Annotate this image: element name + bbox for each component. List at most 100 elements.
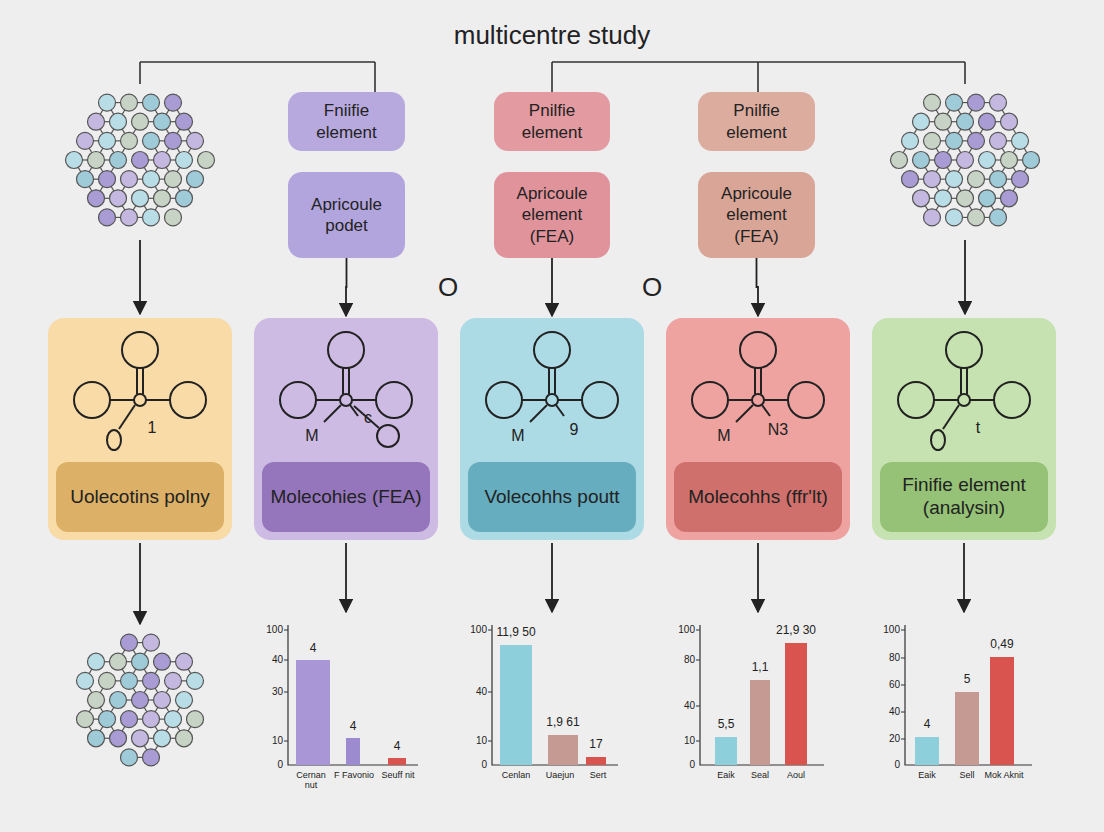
chart-bar bbox=[388, 758, 406, 765]
box-label: Apricoule element (FEA) bbox=[706, 183, 807, 247]
atom-ring bbox=[534, 332, 570, 368]
atom-circle bbox=[924, 132, 941, 149]
flow-arrow bbox=[551, 543, 553, 612]
atom-circle bbox=[946, 171, 963, 188]
bond-line bbox=[934, 368, 994, 400]
atom-circle bbox=[902, 132, 919, 149]
atom-symbol: M bbox=[511, 428, 524, 444]
category-label: F Favonio bbox=[333, 770, 375, 780]
connector-arrow bbox=[551, 258, 553, 316]
panel-label: Finifie element (analysin) bbox=[880, 462, 1048, 532]
chart-bar bbox=[990, 657, 1014, 765]
atom-ring bbox=[280, 382, 316, 418]
atom-circle bbox=[990, 132, 1007, 149]
atom-circle bbox=[132, 152, 149, 169]
atom-circle bbox=[132, 653, 149, 670]
panel-label-text: Molecohies (FEA) bbox=[271, 486, 422, 509]
atom-circle bbox=[913, 113, 930, 130]
atom-circle bbox=[121, 132, 138, 149]
process-box: Apricoule podet bbox=[288, 172, 405, 258]
bond-line bbox=[943, 405, 959, 429]
flow-arrow bbox=[345, 543, 347, 612]
axis-tick-label: 100 bbox=[883, 624, 900, 636]
atom-circle bbox=[77, 711, 94, 728]
atom-circle bbox=[957, 190, 974, 207]
bond-line bbox=[354, 406, 379, 428]
atom-circle bbox=[968, 132, 985, 149]
value-label: 4 bbox=[924, 718, 931, 732]
atom-circle bbox=[165, 171, 182, 188]
flow-arrow bbox=[757, 543, 759, 612]
category-label: Uaejun bbox=[540, 770, 580, 780]
atom-circle bbox=[902, 171, 919, 188]
atom-circle bbox=[924, 209, 941, 226]
category-label: Cernan nut bbox=[290, 770, 332, 791]
molecule-icon bbox=[666, 318, 850, 468]
atom-circle bbox=[121, 749, 138, 766]
atom-circle bbox=[110, 190, 127, 207]
atom-circle bbox=[968, 171, 985, 188]
value-label: 0,49 bbox=[990, 638, 1013, 652]
atom-core bbox=[340, 394, 352, 406]
atom-symbol: M bbox=[717, 428, 730, 444]
bracket-line bbox=[552, 62, 965, 92]
atom-core bbox=[546, 394, 558, 406]
molecule-panel: 1Uolecotins polny bbox=[48, 318, 232, 540]
atom-ring bbox=[122, 332, 158, 368]
axis-tick-label: 0 bbox=[277, 759, 283, 771]
atom-circle bbox=[154, 653, 171, 670]
flow-arrows bbox=[140, 240, 965, 624]
title-bracket bbox=[140, 62, 965, 92]
axis-tick-label: 0 bbox=[689, 759, 695, 771]
atom-circle bbox=[143, 711, 160, 728]
axis-tick-label: 100 bbox=[678, 624, 695, 636]
box-label: Apricoule podet bbox=[296, 194, 397, 237]
atom-circle bbox=[176, 190, 193, 207]
atom-circle bbox=[176, 653, 193, 670]
atom-circle bbox=[154, 113, 171, 130]
flow-arrow bbox=[139, 240, 141, 314]
atom-circle bbox=[187, 171, 204, 188]
atom-circle bbox=[176, 113, 193, 130]
atom-circle bbox=[132, 190, 149, 207]
molecule-panel: MN3Molecohhs (ffr'lt) bbox=[666, 318, 850, 540]
atom-circle bbox=[979, 152, 996, 169]
atom-core bbox=[958, 394, 970, 406]
atom-circle bbox=[165, 672, 182, 689]
connector-arrow bbox=[345, 258, 347, 316]
panel-label: Volecohhs poutt bbox=[468, 462, 636, 532]
bond-line bbox=[736, 405, 753, 422]
bond-line bbox=[110, 368, 170, 400]
atom-circle bbox=[924, 171, 941, 188]
atom-oval bbox=[107, 430, 121, 450]
bond-line bbox=[324, 405, 341, 422]
atom-circle bbox=[77, 132, 94, 149]
atom-circle bbox=[121, 711, 138, 728]
molecule-icon-lines bbox=[692, 332, 824, 422]
panel-label-text: Uolecotins polny bbox=[70, 486, 209, 509]
chart-bar bbox=[785, 643, 807, 765]
atom-circle bbox=[913, 190, 930, 207]
atom-circle bbox=[121, 634, 138, 651]
atom-circle bbox=[121, 209, 138, 226]
atom-circle bbox=[165, 132, 182, 149]
atom-circle bbox=[165, 94, 182, 111]
bond-line bbox=[522, 368, 582, 400]
atom-circle bbox=[77, 171, 94, 188]
atom-circle bbox=[913, 152, 930, 169]
axis-tick-label: 0 bbox=[481, 759, 487, 771]
atom-circle bbox=[99, 132, 116, 149]
value-label: 17 bbox=[589, 738, 602, 752]
atom-circle bbox=[99, 94, 116, 111]
chart-axis bbox=[284, 625, 418, 765]
atom-ring bbox=[692, 382, 728, 418]
bar-chart bbox=[901, 625, 1032, 765]
atom-circle bbox=[187, 672, 204, 689]
atom-circle bbox=[990, 209, 1007, 226]
atom-circle bbox=[979, 113, 996, 130]
atom-circle bbox=[99, 672, 116, 689]
atom-circle bbox=[990, 171, 1007, 188]
box-label: Pnilfie element bbox=[706, 100, 807, 143]
axis-tick-label: 40 bbox=[476, 686, 487, 698]
atom-core bbox=[752, 394, 764, 406]
